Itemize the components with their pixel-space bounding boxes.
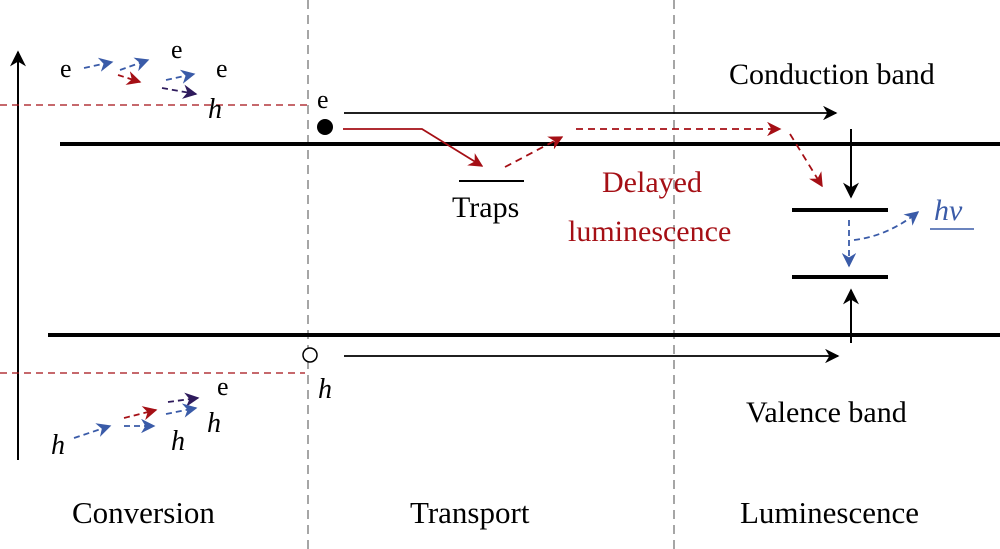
- conversion-hole-arrow-blue-3: [165, 403, 198, 418]
- conversion-electron-arrow-blue-2: [119, 57, 150, 72]
- trap-release-arrow: [504, 136, 564, 168]
- electron-dot: [317, 119, 333, 135]
- delayed-capture-arrow: [789, 133, 823, 188]
- section-title-conversion: Conversion: [72, 495, 215, 530]
- section-title-transport: Transport: [410, 495, 530, 530]
- hole-circle: [302, 347, 318, 363]
- conversion-electron-arrow-red: [117, 71, 142, 85]
- delayed-luminescence-label-line1: Delayed: [602, 166, 702, 199]
- conduction-band-label: Conduction band: [729, 58, 935, 91]
- conversion-hole-arrow-blue-1: [73, 423, 112, 439]
- electron-label-conv-3: e: [216, 54, 228, 83]
- electron-label-transport: e: [317, 85, 329, 114]
- traps-label: Traps: [452, 191, 520, 224]
- electron-label-conv-1: e: [60, 54, 72, 83]
- section-title-luminescence: Luminescence: [740, 495, 920, 530]
- hole-label-conv-top: h: [208, 94, 222, 125]
- photon-emission-arrow: [853, 211, 920, 241]
- electron-label-conv-2: e: [171, 35, 183, 64]
- electron-to-trap-arrow: [343, 128, 484, 167]
- conversion-hole-arrow-purple: [167, 392, 200, 407]
- conversion-electron-arrow-purple: [161, 84, 198, 99]
- valence-band-label: Valence band: [746, 396, 907, 429]
- hole-label-transport: h: [318, 374, 332, 405]
- hole-label-conv-lower-3: h: [207, 408, 221, 439]
- conversion-electron-arrow-blue-3: [165, 69, 196, 84]
- conversion-electron-arrow-blue-1: [83, 57, 114, 72]
- hole-label-conv-lower-1: h: [51, 430, 65, 461]
- conversion-hole-arrow-red: [123, 406, 158, 421]
- electron-label-conv-lower: e: [217, 372, 229, 401]
- hole-label-conv-lower-2: h: [171, 426, 185, 457]
- delayed-luminescence-label-line2: luminescence: [568, 215, 732, 248]
- photon-label: hv: [934, 194, 963, 227]
